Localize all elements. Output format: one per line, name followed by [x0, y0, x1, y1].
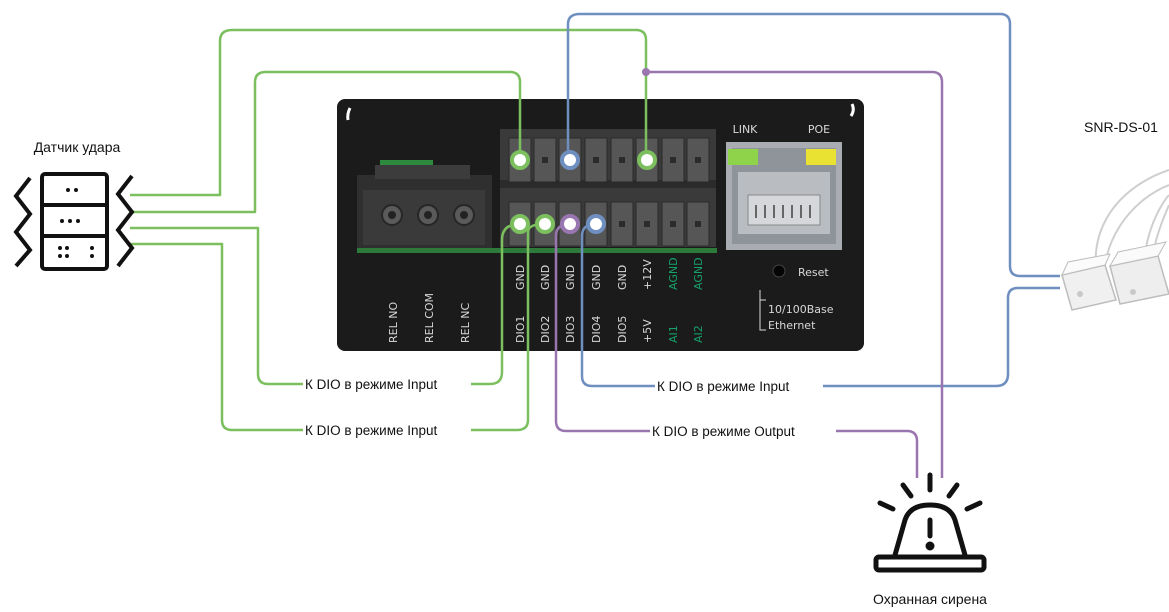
ethernet-label-line2: Ethernet: [768, 319, 816, 332]
connector-screw: [619, 221, 625, 227]
pin-label-bottom: DIO4: [590, 316, 603, 343]
wire-label-dio2: К DIO в режиме Input: [305, 423, 438, 438]
link-label: LINK: [733, 123, 759, 136]
connector-screw: [542, 157, 548, 163]
wire-siren-to-dio3: [554, 222, 919, 478]
wire-shock-to-dio2: [130, 222, 546, 432]
pin-label-top: AGND: [667, 257, 680, 290]
relay-label: REL COM: [423, 293, 436, 343]
ethernet-jack: [726, 142, 842, 250]
wire-label-dio1: К DIO в режиме Input: [305, 377, 438, 392]
connector-screw: [670, 221, 676, 227]
ring-dio2: [535, 214, 555, 234]
pin-label-bottom: +5V: [641, 319, 654, 343]
wire-shock-to-pin-gnd-1: [130, 28, 648, 197]
pin-label-top: +12V: [641, 259, 654, 290]
pin-label-bottom: DIO5: [616, 316, 629, 343]
magnet-sensor-icon: [1061, 169, 1169, 311]
reset-button[interactable]: [772, 264, 786, 278]
pin-label-bottom: AI2: [692, 325, 705, 343]
wire-label-dio4: К DIO в режиме Input: [657, 379, 790, 394]
wire-shock-to-pin-gnd-2: [130, 70, 522, 214]
pin-label-top: GND: [539, 265, 552, 290]
pin-label-top: GND: [590, 265, 603, 290]
connector-screw: [670, 157, 676, 163]
relay-label: REL NO: [387, 302, 400, 343]
ring-dio3: [560, 214, 580, 234]
pin-highlights: [510, 150, 657, 234]
wire-label-dio3: К DIO в режиме Output: [652, 424, 795, 439]
ring-12v: [637, 150, 657, 170]
wire-magnet-to-gnd-3: [566, 12, 1060, 278]
shock-sensor-icon: [13, 172, 135, 271]
pin-label-bottom: DIO2: [539, 316, 552, 343]
shock-sensor-label: Датчик удара: [34, 139, 121, 155]
ring-dio1: [510, 214, 530, 234]
reset-label: Reset: [798, 266, 829, 279]
connector-screw: [695, 157, 701, 163]
connector-screw: [644, 221, 650, 227]
relay-label: REL NC: [459, 303, 472, 343]
ring-gnd-3: [560, 150, 580, 170]
magnet-sensor-label: SNR-DS-01: [1084, 119, 1158, 135]
ethernet-label-line1: 10/100Base: [768, 303, 834, 316]
pin-label-top: GND: [514, 265, 527, 290]
pin-label-top: GND: [616, 265, 629, 290]
wire-siren-to-12v: [646, 70, 944, 478]
pin-label-bottom: DIO3: [564, 316, 577, 343]
pin-label-top: AGND: [692, 257, 705, 290]
siren-label: Охранная сирена: [873, 591, 987, 607]
poe-label: POE: [808, 123, 830, 136]
siren-icon: [873, 472, 987, 573]
pin-label-top: GND: [564, 265, 577, 290]
wire-labels: К DIO в режиме Input К DIO в режиме Inpu…: [303, 376, 836, 440]
ring-gnd-1: [510, 150, 530, 170]
connector-screw: [593, 157, 599, 163]
wire-magnet-to-dio4: [580, 222, 1060, 388]
wire-shock-to-dio1: [130, 222, 521, 386]
relay-terminal-block: [357, 160, 717, 253]
pin-label-bottom: DIO1: [514, 316, 527, 343]
controller-board: LINK POE Reset 10/100Base Ethernet GND GN…: [337, 99, 864, 351]
pin-label-bottom: AI1: [667, 325, 680, 343]
connector-screw: [695, 221, 701, 227]
ring-dio4: [586, 214, 606, 234]
wires: [130, 12, 1060, 478]
connector-screw: [619, 157, 625, 163]
